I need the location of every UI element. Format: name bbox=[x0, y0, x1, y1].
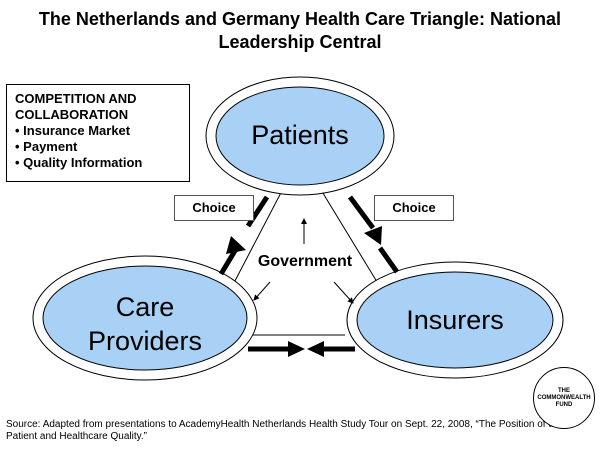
box-item-payment: Payment bbox=[15, 139, 189, 155]
page-title: The Netherlands and Germany Health Care … bbox=[0, 8, 600, 54]
logo-line-3: FUND bbox=[555, 401, 573, 408]
commonwealth-fund-logo: THE COMMONWEALTH FUND bbox=[533, 367, 595, 429]
arrowhead-providers-to-patients bbox=[226, 236, 246, 254]
logo-line-1: THE bbox=[558, 387, 570, 394]
arrowhead-patients-to-insurers bbox=[364, 226, 382, 245]
patients-label: Patients bbox=[251, 120, 349, 150]
box-item-insurance-market: Insurance Market bbox=[15, 123, 189, 139]
title-line-1: The Netherlands and Germany Health Care … bbox=[38, 9, 562, 29]
arrow-insurers-to-patients bbox=[377, 246, 400, 274]
arrowhead-insurers-to-providers bbox=[307, 341, 324, 357]
box-item-list: Insurance Market Payment Quality Informa… bbox=[15, 123, 189, 171]
insurers-node bbox=[356, 271, 554, 369]
box-item-quality-information: Quality Information bbox=[15, 155, 189, 171]
box-heading-line-1: COMPETITION AND bbox=[15, 91, 137, 106]
arrow-patients-to-insurers bbox=[347, 195, 376, 230]
source-note: Source: Adapted from presentations to Ac… bbox=[6, 419, 563, 442]
triangle-edge-right bbox=[317, 184, 386, 296]
competition-collaboration-box: COMPETITION AND COLLABORATION Insurance … bbox=[6, 84, 190, 182]
gov-arrow-down-left bbox=[253, 281, 271, 301]
care-providers-label-line-1: Care bbox=[115, 292, 175, 322]
box-heading-line-2: COLLABORATION bbox=[15, 107, 129, 122]
choice-label-right: Choice bbox=[374, 195, 454, 221]
insurers-label: Insurers bbox=[406, 305, 504, 335]
choice-label-left: Choice bbox=[174, 195, 254, 221]
government-label: Government bbox=[257, 253, 353, 270]
arrow-providers-to-patients bbox=[218, 247, 239, 276]
title-line-2: Leadership Central bbox=[218, 32, 382, 52]
care-providers-label-line-2: Providers bbox=[87, 326, 203, 356]
care-providers-label: Care Providers bbox=[55, 290, 235, 358]
logo-line-2: COMMONWEALTH bbox=[537, 394, 591, 401]
care-providers-node bbox=[42, 265, 248, 371]
gov-arrow-down-right bbox=[333, 281, 354, 304]
patients-node bbox=[215, 86, 385, 186]
arrowhead-providers-to-insurers bbox=[288, 341, 305, 357]
arrow-patients-to-providers bbox=[245, 195, 270, 228]
